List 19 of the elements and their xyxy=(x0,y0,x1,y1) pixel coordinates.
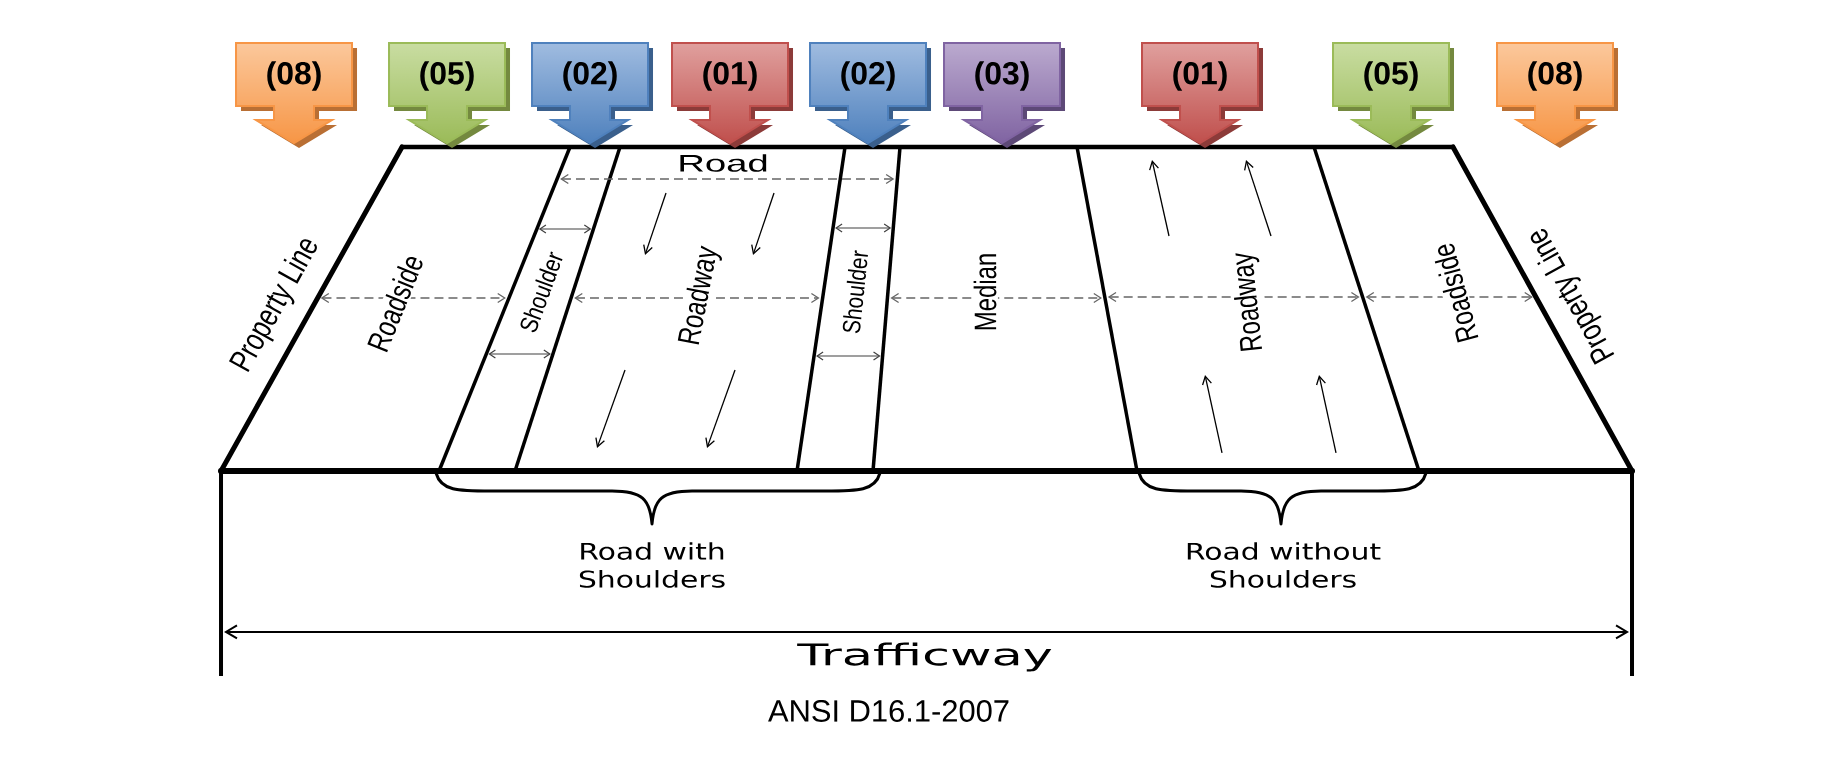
strip-label: Roadside xyxy=(1429,239,1481,347)
callout-box: (03) xyxy=(943,42,1065,148)
strip-label: Shoulder xyxy=(842,250,868,334)
strip-label: Roadway xyxy=(1227,249,1271,355)
strip-label: Roadway xyxy=(674,242,726,350)
dimension-label: Trafficway xyxy=(797,642,1052,672)
callout-box: (01) xyxy=(1141,42,1263,148)
caption: ANSI D16.1-2007 xyxy=(768,700,1009,722)
callout-box: (02) xyxy=(809,42,931,148)
callout-box: (08) xyxy=(1496,42,1618,148)
callout-box: (05) xyxy=(388,42,510,148)
callout-box: (02) xyxy=(531,42,653,148)
dimension-label: Road xyxy=(675,152,771,174)
brace-label: Road without Shoulders xyxy=(1187,542,1381,588)
callout-box: (08) xyxy=(235,42,357,148)
callout-box: (05) xyxy=(1332,42,1454,148)
brace-label: Road with Shoulders xyxy=(579,542,725,588)
callout-box: (01) xyxy=(671,42,793,148)
strip-label: Median xyxy=(972,251,998,333)
